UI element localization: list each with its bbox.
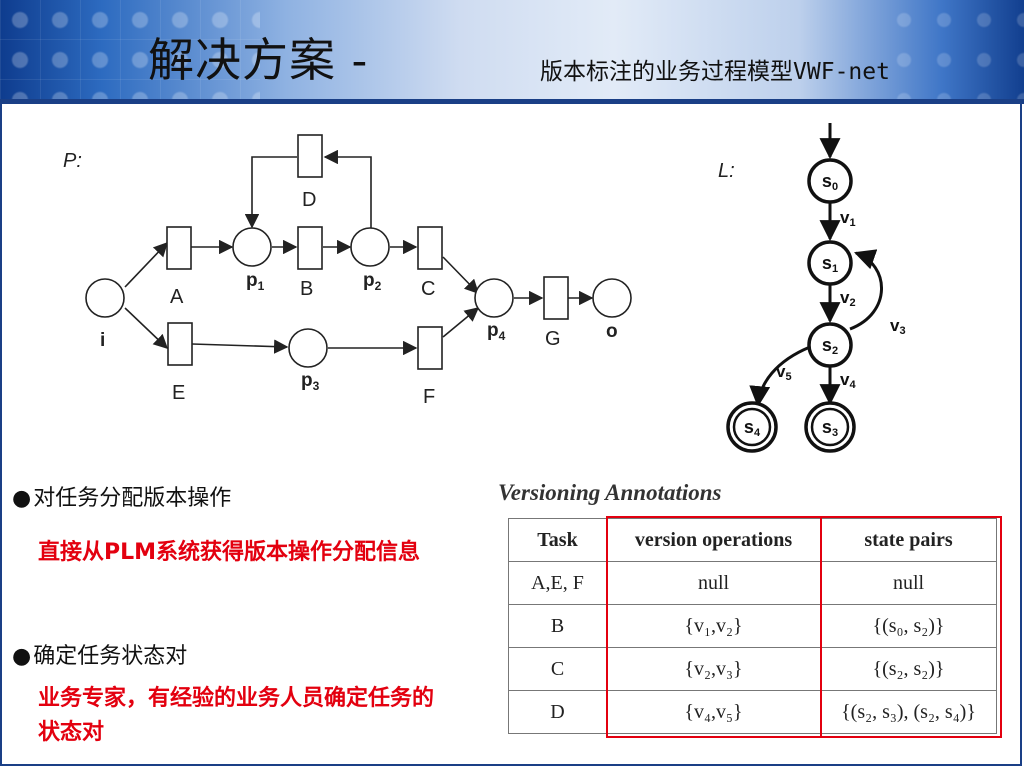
content-frame [0,104,1022,766]
petri-label: P: [63,150,82,172]
transition-E [167,322,193,366]
place-p1 [232,227,272,267]
cell-task: C [508,647,607,691]
bullet-dot: ● [12,644,32,669]
edge-v4-label: v4 [840,370,856,391]
label-D: D [302,189,316,211]
cell-task: B [508,604,607,648]
lts-label: L: [718,160,735,182]
label-o: o [606,321,618,342]
label-E: E [172,382,185,404]
page-subtitle: 版本标注的业务过程模型VWF-net [540,59,890,85]
bullet-note-experts: 业务专家，有经验的业务人员确定任务的状态对 [38,686,435,745]
cell-version-ops: {v₄,v₅} [606,690,821,734]
place-p3 [288,328,328,368]
edge-v3-label: v3 [890,316,906,337]
state-s1-label: s1 [822,253,838,275]
cell-state-pairs: {(s₂, s₃), (s₂, s₄)} [820,690,997,734]
bullet-text: 确定任务状态对 [33,644,188,669]
header-task: Task [508,518,607,562]
annotations-title: Versioning Annotations [498,480,722,505]
table-row: B {v₁,v₂} {(s₀, s₂)} [508,604,997,648]
banner-pattern-right [884,0,1024,104]
place-p4 [474,278,514,318]
table-row: A,E, F null null [508,561,997,605]
edge-v2-label: v2 [840,288,856,309]
cell-state-pairs: {(s₀, s₂)} [820,604,997,648]
state-s4-label: s4 [744,417,761,439]
transition-A [166,226,192,270]
transition-D [297,134,323,178]
label-A: A [170,286,184,308]
page-title: 解决方案 - [148,33,369,87]
place-i [85,278,125,318]
place-p2 [350,227,390,267]
edge-v1-label: v1 [840,208,856,229]
edge-v5-label: v5 [776,362,792,383]
bullet-state-pairs: ●确定任务状态对 [12,638,187,670]
label-B: B [300,278,313,300]
petri-net-diagram: P: [63,134,632,408]
highlight-version-ops-column [606,516,822,738]
label-i: i [100,330,105,351]
banner-rule [0,99,1024,104]
header-version-operations: version operations [606,518,821,562]
label-p3: p3 [301,370,320,393]
title-banner [0,0,1024,104]
bullet-assign-ops: ●对任务分配版本操作 [12,480,231,512]
state-s1 [807,240,853,286]
state-s2 [807,322,853,368]
cell-state-pairs: null [820,561,997,605]
bullet-dot: ● [12,486,32,511]
label-C: C [421,278,435,300]
state-s3-label: s3 [822,417,838,439]
label-G: G [545,328,561,350]
transition-F [417,326,443,370]
bullet-note-plm: 直接从PLM系统获得版本操作分配信息 [38,540,421,565]
cell-version-ops: null [606,561,821,605]
state-s2-label: s2 [822,335,838,357]
highlight-state-pairs-column [820,516,1002,738]
annotations-table: Task version operations state pairs A,E,… [508,518,997,734]
transition-B [297,226,323,270]
cell-version-ops: {v₁,v₂} [606,604,821,648]
cell-task: D [508,690,607,734]
cell-state-pairs: {(s₂, s₂)} [820,647,997,691]
place-o [592,278,632,318]
label-p2: p2 [363,270,382,293]
table-header-row: Task version operations state pairs [508,518,997,562]
state-s0 [807,158,853,204]
bullet-text: 对任务分配版本操作 [33,486,232,511]
lts-diagram: L: s0 s1 s2 s3 s4 v1 v2 v3 v4 v5 [718,123,906,453]
table-row: D {v₄,v₅} {(s₂, s₃), (s₂, s₄)} [508,690,997,734]
label-p4: p4 [487,320,506,343]
cell-task: A,E, F [508,561,607,605]
header-state-pairs: state pairs [820,518,997,562]
banner-pattern-left [0,0,260,104]
label-F: F [423,386,435,408]
state-s0-label: s0 [822,171,838,193]
transition-C [417,226,443,270]
label-p1: p1 [246,270,265,293]
transition-G [543,276,569,320]
